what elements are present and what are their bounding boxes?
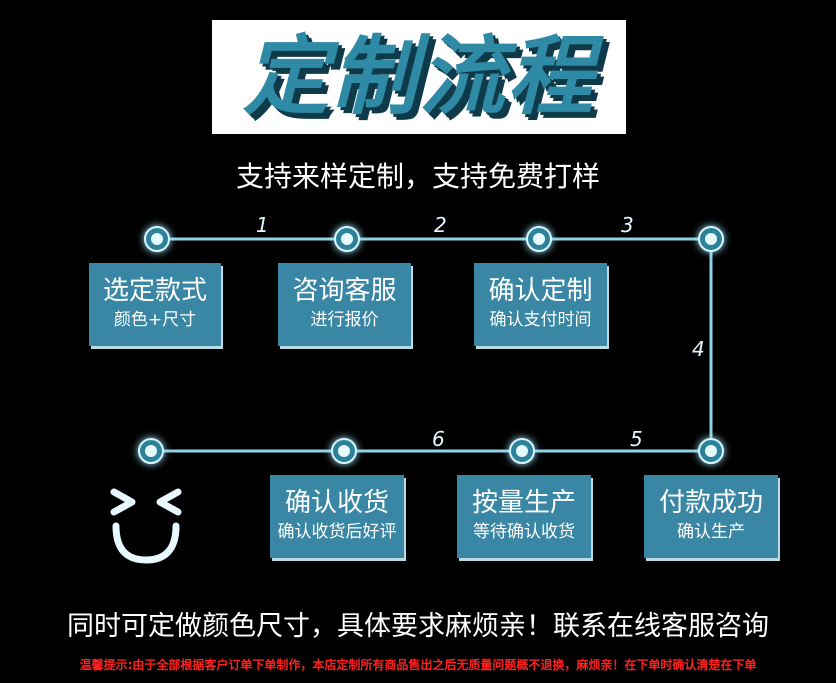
step-number-3: 3	[621, 213, 634, 237]
node-circle-icon	[138, 438, 164, 464]
card-subtitle: 等待确认收货	[473, 522, 575, 542]
card-title: 选定款式	[102, 276, 207, 306]
step-card-production: 按量生产 等待确认收货	[457, 475, 591, 558]
step-card-confirm-receipt: 确认收货 确认收货后好评	[270, 475, 404, 558]
card-subtitle: 确认生产	[677, 522, 745, 542]
card-subtitle: 确认收货后好评	[277, 522, 397, 542]
step-card-confirm-custom: 确认定制 确认支付时间	[474, 263, 607, 346]
node-circle-icon	[334, 226, 360, 252]
node-circle-icon	[331, 438, 357, 464]
step-number-4: 4	[692, 337, 705, 361]
card-title: 确认定制	[488, 276, 593, 306]
step-card-select-style: 选定款式 颜色+尺寸	[89, 263, 221, 346]
node-circle-icon	[144, 226, 170, 252]
node-circle-icon	[526, 226, 552, 252]
title-banner: 定制流程	[212, 20, 626, 134]
card-title: 付款成功	[658, 488, 763, 518]
card-subtitle: 颜色+尺寸	[113, 310, 197, 330]
card-subtitle: 确认支付时间	[489, 310, 592, 330]
node-circle-icon	[509, 438, 535, 464]
card-title: 确认收货	[284, 488, 389, 518]
slogan: 同时可定做颜色尺寸，具体要求麻烦亲！联系在线客服咨询	[67, 611, 769, 642]
step-number-2: 2	[434, 213, 447, 237]
step-number-5: 5	[630, 427, 643, 451]
step-number-1: 1	[256, 213, 269, 237]
card-title: 按量生产	[471, 488, 576, 518]
step-number-6: 6	[432, 427, 445, 451]
notice: 温馨提示:由于全部根据客户订单下单制作，本店定制所有商品售出之后无质量问题概不退…	[79, 658, 757, 672]
step-card-consult-service: 咨询客服 进行报价	[278, 263, 411, 346]
page-title: 定制流程	[243, 27, 595, 127]
step-card-payment-success: 付款成功 确认生产	[644, 475, 778, 558]
node-circle-icon	[698, 226, 724, 252]
card-subtitle: 进行报价	[310, 310, 379, 330]
card-title: 咨询客服	[292, 276, 397, 306]
subtitle: 支持来样定制，支持免费打样	[235, 160, 600, 193]
smiley-face-icon	[110, 488, 182, 564]
node-circle-icon	[698, 438, 724, 464]
